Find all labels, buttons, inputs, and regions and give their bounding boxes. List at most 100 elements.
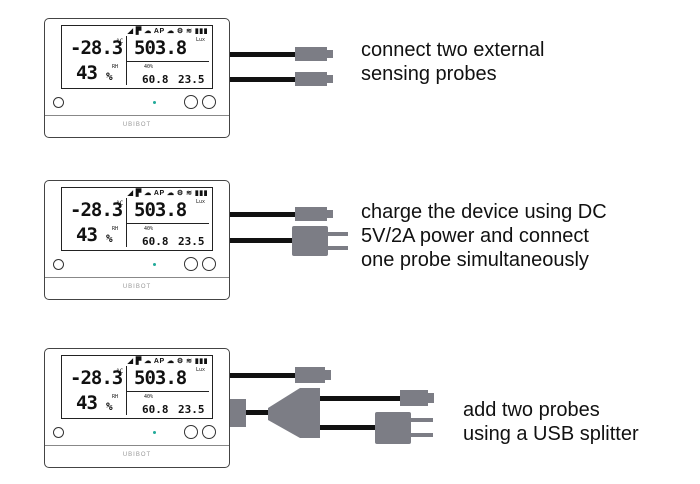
probe1-value: 60.8 [142, 403, 169, 416]
status-led [153, 431, 156, 434]
device-base-line [45, 277, 229, 278]
probe-plug-tip [327, 75, 333, 83]
temperature-unit: °C [116, 38, 124, 45]
status-icons: ◢ ▛ ☁ AP ☁ ⚙ ≋ ▮▮▮ [127, 358, 208, 365]
brand-label: UBIBOT [122, 284, 152, 290]
lcd-screen: ◢ ▛ ☁ AP ☁ ⚙ ≋ ▮▮▮ -28.3 °C 43 % RH 503.… [61, 187, 213, 251]
screen-divider [126, 366, 127, 415]
scene-usb-splitter: ◢ ▛ ☁ AP ☁ ⚙ ≋ ▮▮▮ -28.3 °C 43 % RH 503.… [0, 330, 700, 468]
probe-plug [295, 72, 327, 86]
status-icons: ◢ ▛ ☁ AP ☁ ⚙ ≋ ▮▮▮ [127, 190, 208, 197]
device-base-line [45, 115, 229, 116]
light-unit: Lux [196, 367, 206, 373]
sensor-device: ◢ ▛ ☁ AP ☁ ⚙ ≋ ▮▮▮ -28.3 °C 43 % RH 503.… [44, 180, 230, 300]
power-and-probe-cables [230, 207, 348, 256]
probe-plug-tip [327, 50, 333, 58]
humidity-value: 43 [76, 224, 98, 246]
humidity-unit: % [106, 400, 113, 413]
status-led [153, 101, 156, 104]
humidity-label: RH [112, 64, 119, 70]
left-button [53, 97, 64, 108]
right-button-2 [202, 425, 216, 439]
caption: connect two external sensing probes [361, 38, 544, 86]
usage-value: 40% [144, 226, 154, 232]
humidity-label: RH [112, 394, 119, 400]
temperature-unit: °C [116, 200, 124, 207]
screen-divider [126, 61, 209, 62]
humidity-label: RH [112, 226, 119, 232]
light-value: 503.8 [134, 367, 187, 389]
power-adapter [292, 226, 328, 256]
cable [230, 238, 292, 243]
right-button-2 [202, 257, 216, 271]
light-unit: Lux [196, 199, 206, 205]
right-button-1 [184, 95, 198, 109]
usage-value: 40% [144, 394, 154, 400]
screen-divider [126, 36, 127, 85]
probe2-value: 23.5 [178, 403, 205, 416]
caption-line: using a USB splitter [463, 423, 639, 445]
power-prong [328, 232, 348, 236]
lcd-screen: ◢ ▛ ☁ AP ☁ ⚙ ≋ ▮▮▮ -28.3 °C 43 % RH 503.… [61, 25, 213, 89]
humidity-unit: % [106, 232, 113, 245]
light-value: 503.8 [134, 37, 187, 59]
probe2-value: 23.5 [178, 235, 205, 248]
humidity-unit: % [106, 70, 113, 83]
usb-splitter-body [268, 388, 320, 438]
status-led [153, 263, 156, 266]
caption-line: sensing probes [361, 63, 497, 85]
probe1-value: 60.8 [142, 73, 169, 86]
cable [230, 77, 295, 82]
probe-plug [295, 207, 327, 221]
probe2-value: 23.5 [178, 73, 205, 86]
cable [320, 396, 400, 401]
cable [230, 212, 295, 217]
sensor-device: ◢ ▛ ☁ AP ☁ ⚙ ≋ ▮▮▮ -28.3 °C 43 % RH 503.… [44, 18, 230, 138]
probe-plug-tip [428, 393, 434, 403]
power-prong [411, 433, 433, 437]
status-icons: ◢ ▛ ☁ AP ☁ ⚙ ≋ ▮▮▮ [127, 28, 208, 35]
caption: add two probes using a USB splitter [463, 398, 639, 446]
light-unit: Lux [196, 37, 206, 43]
probe-plug [295, 47, 327, 61]
probe-plug-tip [327, 210, 333, 218]
right-button-2 [202, 95, 216, 109]
cable [230, 52, 295, 57]
cable [246, 410, 268, 415]
probe-plug-tip [325, 370, 331, 380]
brand-label: UBIBOT [122, 452, 152, 458]
cable [320, 425, 375, 430]
scene-two-probes: ◢ ▛ ☁ AP ☁ ⚙ ≋ ▮▮▮ -28.3 °C 43 % RH 503.… [0, 0, 700, 138]
probe1-value: 60.8 [142, 235, 169, 248]
light-value: 503.8 [134, 199, 187, 221]
caption-line: connect two external [361, 39, 545, 61]
caption-line: charge the device using DC [361, 201, 607, 223]
left-button [53, 259, 64, 270]
sensor-device: ◢ ▛ ☁ AP ☁ ⚙ ≋ ▮▮▮ -28.3 °C 43 % RH 503.… [44, 348, 230, 468]
humidity-value: 43 [76, 62, 98, 84]
temperature-unit: °C [116, 368, 124, 375]
right-button-1 [184, 257, 198, 271]
scene-dc-power: ◢ ▛ ☁ AP ☁ ⚙ ≋ ▮▮▮ -28.3 °C 43 % RH 503.… [0, 162, 700, 300]
temperature-value: -28.3 [70, 199, 123, 221]
usb-plug [230, 399, 246, 427]
power-prong [411, 418, 433, 422]
probe-plug [295, 367, 325, 383]
cable [230, 373, 295, 378]
caption-line: 5V/2A power and connect [361, 225, 589, 247]
humidity-value: 43 [76, 392, 98, 414]
power-adapter [375, 412, 411, 444]
caption-line: one probe simultaneously [361, 249, 589, 271]
temperature-value: -28.3 [70, 367, 123, 389]
right-button-1 [184, 425, 198, 439]
probe-cables [230, 47, 333, 86]
screen-divider [126, 391, 209, 392]
screen-divider [126, 223, 209, 224]
caption-line: add two probes [463, 399, 600, 421]
caption: charge the device using DC 5V/2A power a… [361, 200, 607, 272]
screen-divider [126, 198, 127, 247]
lcd-screen: ◢ ▛ ☁ AP ☁ ⚙ ≋ ▮▮▮ -28.3 °C 43 % RH 503.… [61, 355, 213, 419]
temperature-value: -28.3 [70, 37, 123, 59]
device-base-line [45, 445, 229, 446]
splitter-cables [230, 367, 434, 444]
